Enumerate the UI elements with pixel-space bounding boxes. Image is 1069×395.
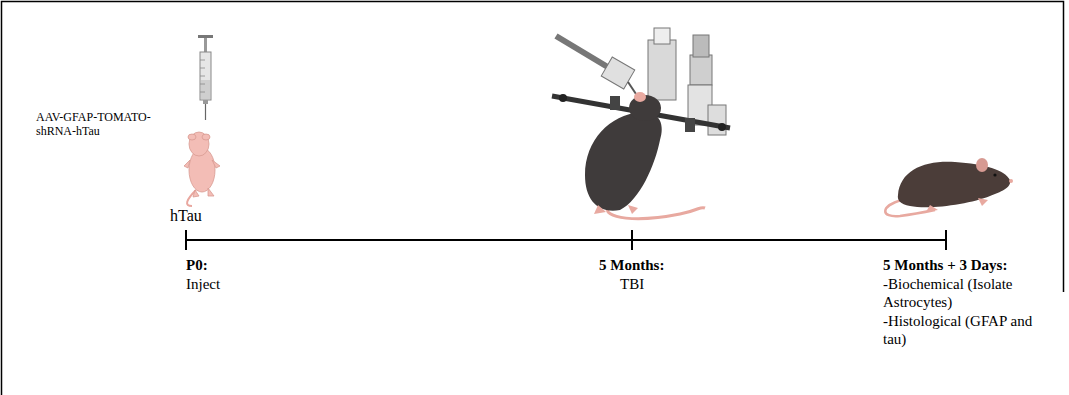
stereotaxic-frame	[552, 28, 730, 135]
strain-label: hTau	[170, 206, 202, 225]
vector-label: AAV-GFAP-TOMATO- shRNA-hTau	[36, 110, 158, 139]
event-label: -Histological (GFAP and tau)	[883, 312, 1033, 348]
time-point: P0:	[186, 256, 208, 274]
timeline-axis	[186, 230, 946, 250]
event-label: -Biochemical (Isolate Astrocytes)	[883, 275, 1033, 311]
rat-icon	[585, 92, 705, 219]
pup-icon	[184, 132, 220, 206]
syringe-icon	[198, 35, 213, 120]
mouse-icon	[885, 158, 1013, 216]
event-label: TBI	[620, 275, 644, 293]
time-point: 5 Months:	[599, 256, 664, 274]
event-label: Inject	[186, 275, 220, 293]
time-point: 5 Months + 3 Days:	[883, 256, 1007, 274]
